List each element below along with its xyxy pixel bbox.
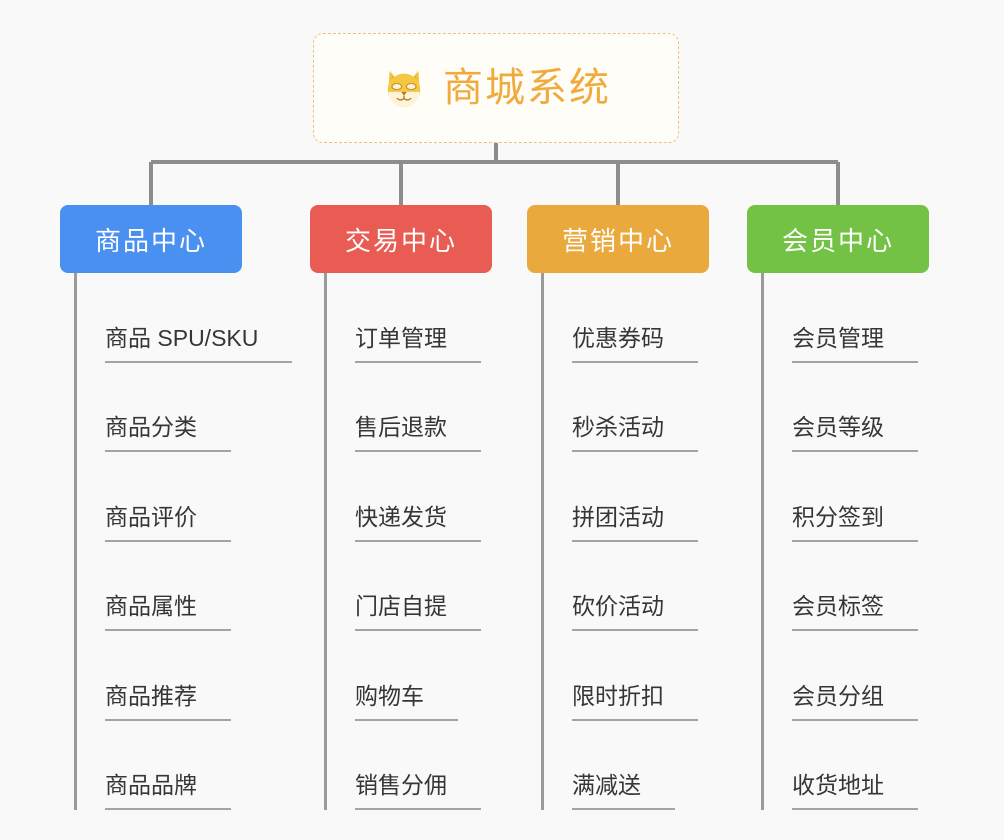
leaf-item[interactable]: 购物车 bbox=[324, 631, 492, 721]
leaf-label: 商品品牌 bbox=[105, 774, 231, 810]
leaf-list-2: 订单管理 售后退款 快递发货 门店自提 购物车 销售分佣 bbox=[324, 273, 492, 810]
leaf-item[interactable]: 订单管理 bbox=[324, 273, 492, 363]
leaf-label: 优惠券码 bbox=[572, 326, 698, 363]
leaf-label: 门店自提 bbox=[355, 595, 481, 631]
leaf-label: 会员标签 bbox=[792, 595, 918, 631]
category-box-3[interactable]: 营销中心 bbox=[527, 205, 709, 273]
leaf-item[interactable]: 商品评价 bbox=[74, 452, 292, 542]
leaf-list-3: 优惠券码 秒杀活动 拼团活动 砍价活动 限时折扣 满减送 bbox=[541, 273, 709, 810]
leaf-item[interactable]: 商品推荐 bbox=[74, 631, 292, 721]
category-label-3: 营销中心 bbox=[561, 225, 674, 256]
root-title: 商城系统 bbox=[443, 66, 611, 110]
leaf-item[interactable]: 会员管理 bbox=[761, 273, 929, 363]
leaf-item[interactable]: 商品分类 bbox=[74, 363, 292, 452]
branch-column-4: 会员中心 会员管理 会员等级 积分签到 会员标签 会员分组 收货地址 bbox=[747, 205, 929, 810]
leaf-item[interactable]: 商品品牌 bbox=[74, 721, 292, 810]
leaf-item[interactable]: 售后退款 bbox=[324, 363, 492, 452]
leaf-label: 商品 SPU/SKU bbox=[105, 326, 293, 363]
leaf-label: 会员分组 bbox=[792, 684, 918, 721]
leaf-item[interactable]: 收货地址 bbox=[761, 721, 929, 810]
leaf-label: 购物车 bbox=[355, 684, 458, 721]
leaf-label: 商品推荐 bbox=[105, 684, 231, 721]
leaf-label: 商品评价 bbox=[105, 505, 231, 542]
leaf-item[interactable]: 秒杀活动 bbox=[541, 363, 709, 452]
leaf-label: 砍价活动 bbox=[572, 595, 698, 631]
category-box-2[interactable]: 交易中心 bbox=[310, 205, 492, 273]
root-node[interactable]: 商城系统 bbox=[313, 33, 679, 143]
leaf-item[interactable]: 会员分组 bbox=[761, 631, 929, 721]
leaf-list-4: 会员管理 会员等级 积分签到 会员标签 会员分组 收货地址 bbox=[761, 273, 929, 810]
leaf-item[interactable]: 限时折扣 bbox=[541, 631, 709, 721]
category-label-2: 交易中心 bbox=[344, 225, 457, 256]
leaf-label: 收货地址 bbox=[792, 774, 918, 810]
leaf-label: 商品属性 bbox=[105, 595, 231, 631]
dog-face-icon bbox=[381, 65, 427, 111]
leaf-item[interactable]: 会员等级 bbox=[761, 363, 929, 452]
leaf-item[interactable]: 砍价活动 bbox=[541, 542, 709, 631]
leaf-item[interactable]: 会员标签 bbox=[761, 542, 929, 631]
leaf-label: 限时折扣 bbox=[572, 684, 698, 721]
category-label-1: 商品中心 bbox=[94, 225, 207, 256]
leaf-label: 积分签到 bbox=[792, 505, 918, 542]
leaf-label: 订单管理 bbox=[355, 326, 481, 363]
branch-column-2: 交易中心 订单管理 售后退款 快递发货 门店自提 购物车 销售分佣 bbox=[310, 205, 492, 810]
leaf-item[interactable]: 销售分佣 bbox=[324, 721, 492, 810]
leaf-item[interactable]: 快递发货 bbox=[324, 452, 492, 542]
leaf-label: 销售分佣 bbox=[355, 774, 481, 810]
leaf-item[interactable]: 门店自提 bbox=[324, 542, 492, 631]
leaf-item[interactable]: 积分签到 bbox=[761, 452, 929, 542]
category-label-4: 会员中心 bbox=[781, 225, 894, 256]
category-box-4[interactable]: 会员中心 bbox=[747, 205, 929, 273]
leaf-label: 商品分类 bbox=[105, 416, 231, 452]
leaf-list-1: 商品 SPU/SKU 商品分类 商品评价 商品属性 商品推荐 商品品牌 bbox=[74, 273, 293, 810]
leaf-label: 满减送 bbox=[572, 774, 675, 810]
leaf-item[interactable]: 商品属性 bbox=[74, 542, 292, 631]
leaf-label: 售后退款 bbox=[355, 416, 481, 452]
branch-column-3: 营销中心 优惠券码 秒杀活动 拼团活动 砍价活动 限时折扣 满减送 bbox=[527, 205, 709, 810]
leaf-item[interactable]: 拼团活动 bbox=[541, 452, 709, 542]
branch-column-1: 商品中心 商品 SPU/SKU 商品分类 商品评价 商品属性 商品推荐 商品品牌 bbox=[60, 205, 293, 810]
category-box-1[interactable]: 商品中心 bbox=[60, 205, 242, 273]
leaf-label: 快递发货 bbox=[355, 505, 481, 542]
leaf-item[interactable]: 满减送 bbox=[541, 721, 709, 810]
leaf-item[interactable]: 优惠券码 bbox=[541, 273, 709, 363]
leaf-label: 会员等级 bbox=[792, 416, 918, 452]
leaf-item[interactable]: 商品 SPU/SKU bbox=[74, 273, 293, 363]
leaf-label: 秒杀活动 bbox=[572, 416, 698, 452]
leaf-label: 拼团活动 bbox=[572, 505, 698, 542]
leaf-label: 会员管理 bbox=[792, 326, 918, 363]
